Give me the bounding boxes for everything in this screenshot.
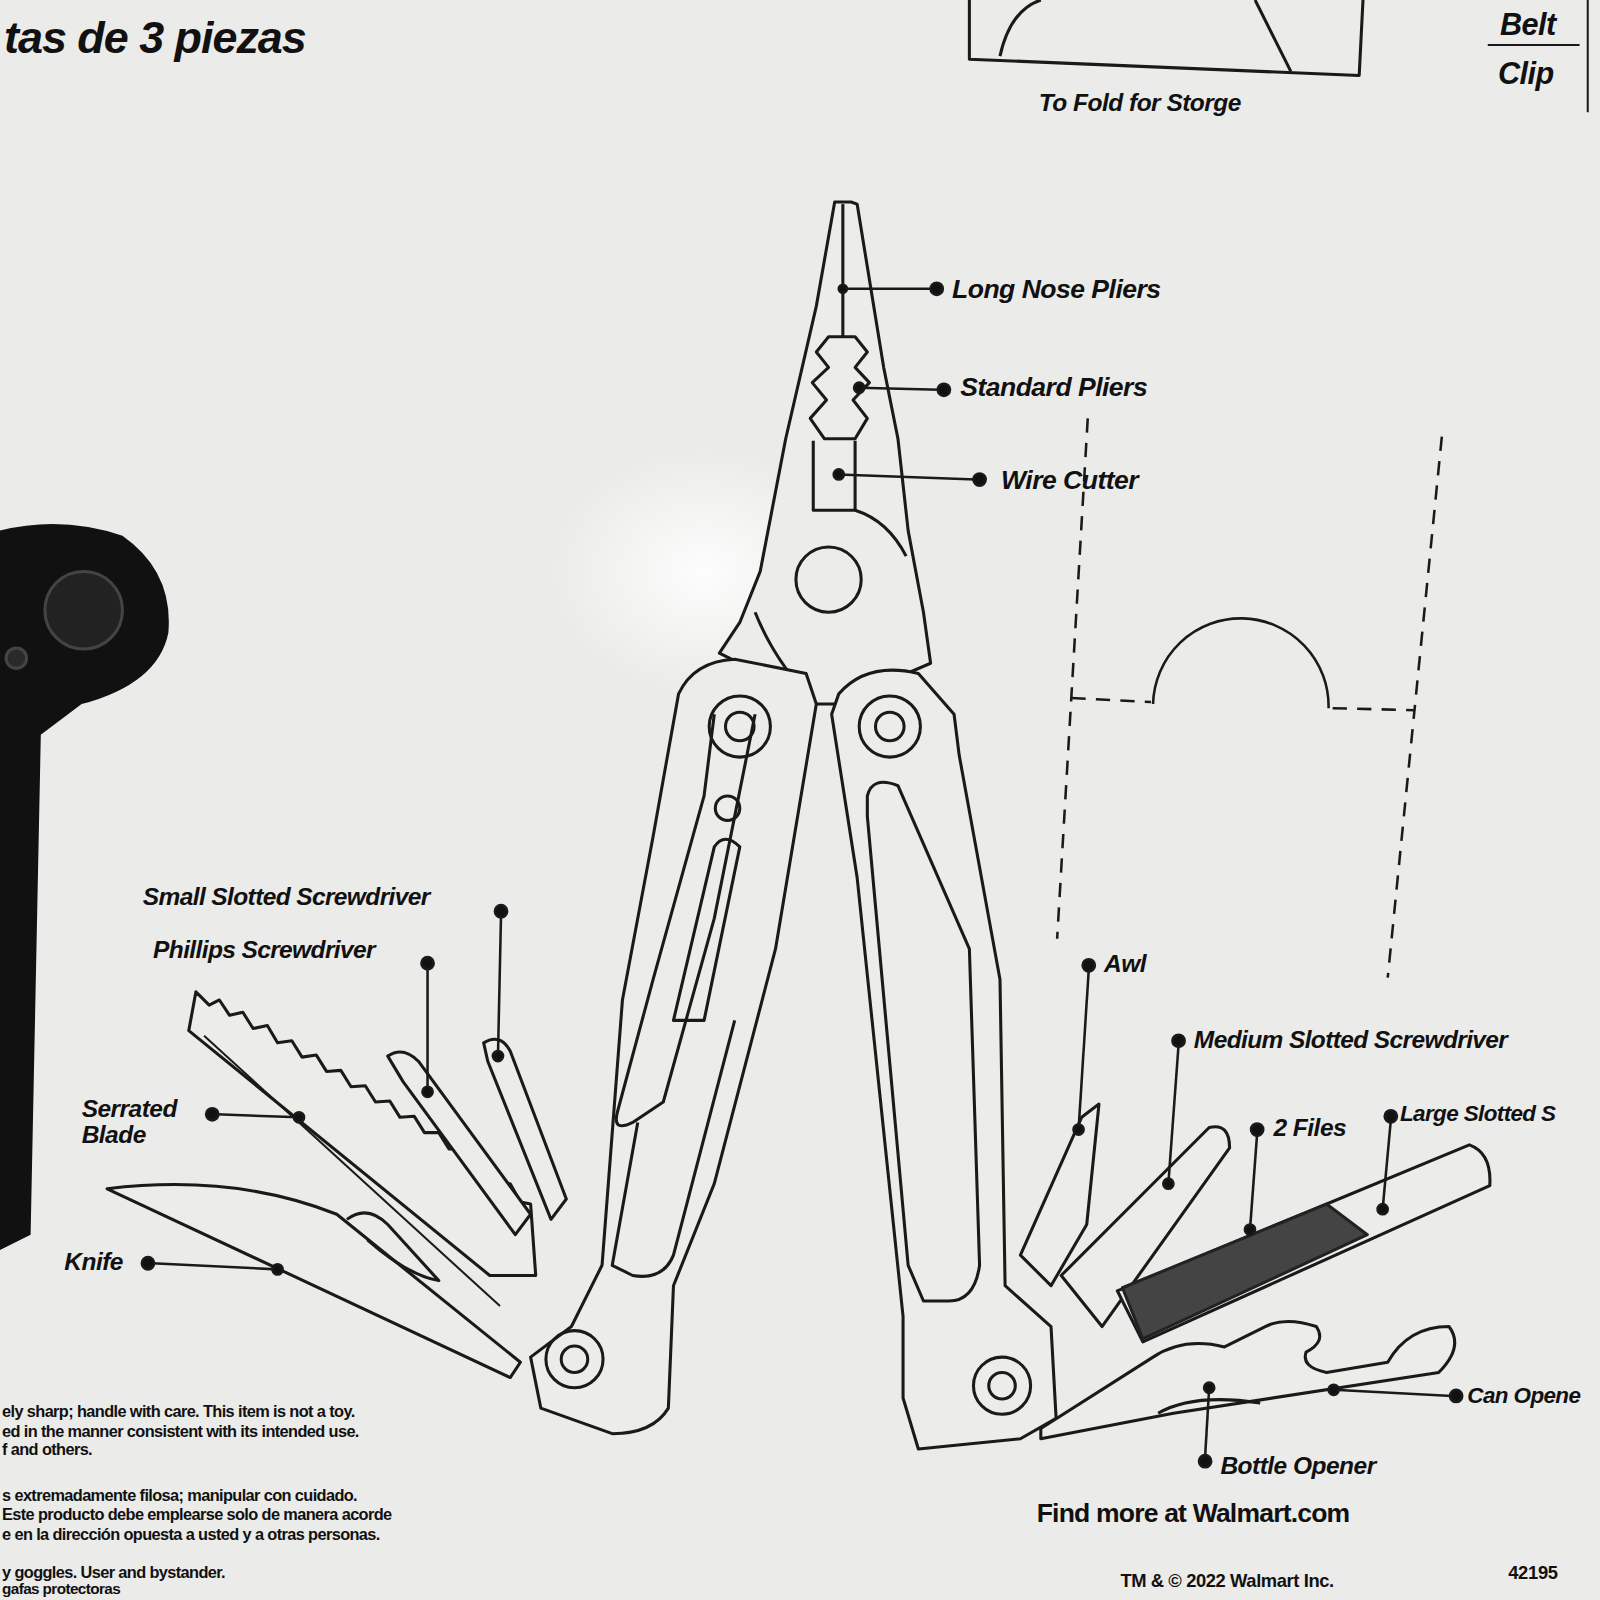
- warning-text: e en la dirección opuesta a usted y a ot…: [2, 1527, 380, 1544]
- part-label: Phillips Screwdriver: [153, 937, 375, 963]
- part-label: Small Slotted Screwdriver: [143, 884, 430, 910]
- part-label: 2 Files: [1273, 1114, 1346, 1140]
- warning-text: y goggles. User and bystander.: [2, 1564, 225, 1581]
- part-label: Serrated Blade: [82, 1096, 204, 1147]
- item-number: 42195: [1508, 1563, 1558, 1582]
- warning-text: f and others.: [2, 1442, 92, 1459]
- part-label: Bottle Opener: [1220, 1453, 1375, 1479]
- part-label: Standard Pliers: [960, 373, 1147, 401]
- part-label: Large Slotted S: [1400, 1102, 1555, 1126]
- part-label: Wire Cutter: [1001, 466, 1138, 494]
- clip-label: Clip: [1498, 57, 1554, 89]
- part-label: Medium Slotted Screwdriver: [1194, 1027, 1507, 1053]
- warning-text: ed in the manner consistent with its int…: [2, 1423, 359, 1440]
- warning-text: ely sharp; handle with care. This item i…: [2, 1404, 355, 1421]
- warning-text: Este producto debe emplearse solo de man…: [2, 1507, 391, 1524]
- figure-caption: To Fold for Storge: [1039, 90, 1241, 116]
- part-label: Long Nose Pliers: [952, 276, 1161, 304]
- clip-label: Belt: [1500, 8, 1556, 40]
- website-text: Find more at Walmart.com: [1037, 1500, 1350, 1528]
- part-label: Knife: [64, 1249, 123, 1275]
- warning-text: gafas protectoras: [2, 1581, 120, 1597]
- heading-text: tas de 3 piezas: [4, 14, 306, 61]
- copyright-text: TM & © 2022 Walmart Inc.: [1120, 1571, 1333, 1590]
- part-label: Can Opene: [1467, 1384, 1580, 1408]
- warning-text: s extremadamente filosa; manipular con c…: [2, 1488, 357, 1505]
- part-label: Awl: [1104, 951, 1146, 977]
